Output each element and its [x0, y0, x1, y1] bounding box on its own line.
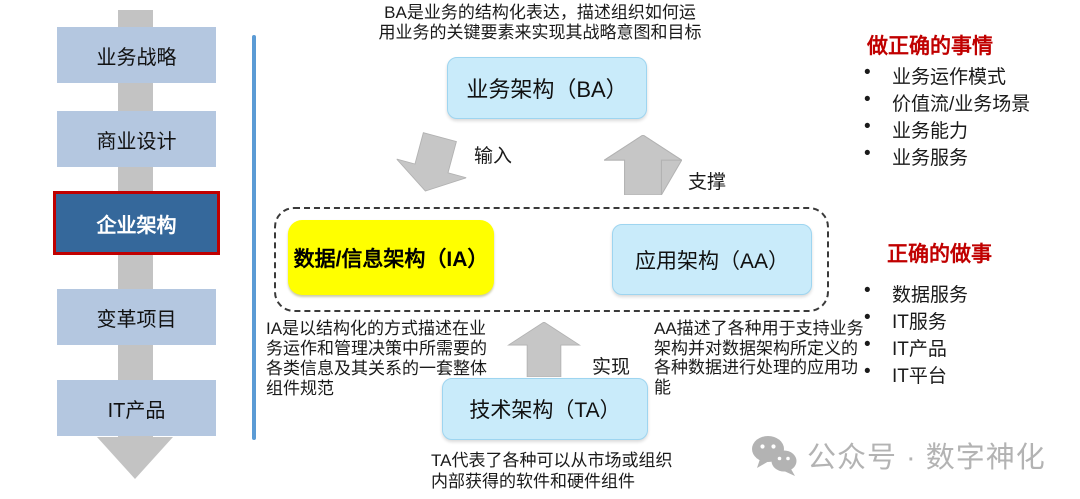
ba-note-line2: 用业务的关键要素来实现其战略意图和目标: [378, 23, 702, 42]
sidebar-item-enterprise-architecture: 企业架构: [53, 191, 220, 255]
ia-note: IA是以结构化的方式描述在业务运作和管理决策中所需要的各类信息及其关系的一套整体…: [266, 319, 487, 398]
sidebar-item-it-products: IT产品: [57, 380, 216, 436]
ta-note: TA代表了各种可以从市场或组织 内部获得的软件和硬件组件: [431, 450, 716, 492]
watermark: 公众号 · 数字神化: [750, 434, 1046, 476]
right-panel-list-business: 业务运作模式 价值流/业务场景 业务能力 业务服务: [862, 62, 1030, 170]
right-panel-list-it: 数据服务 IT服务 IT产品 IT平台: [862, 280, 968, 388]
input-arrow-label: 输入: [474, 146, 513, 167]
list-item: IT产品: [862, 334, 968, 360]
realize-arrow-label: 实现: [592, 357, 631, 378]
down-arrow-icon: [389, 125, 476, 208]
wechat-icon: [750, 434, 798, 476]
list-item: 业务运作模式: [862, 62, 1030, 88]
sidebar-item-change-projects: 变革项目: [57, 289, 216, 345]
technology-architecture-box: 技术架构（TA）: [442, 378, 648, 440]
ba-note-line1: BA是业务的结构化表达，描述组织如何运: [384, 3, 696, 22]
application-architecture-box: 应用架构（AA）: [612, 224, 812, 295]
sidebar-item-business-design: 商业设计: [57, 111, 216, 167]
list-item: 业务服务: [862, 143, 1030, 169]
list-item: 数据服务: [862, 280, 968, 306]
watermark-text: 公众号 · 数字神化: [807, 442, 1046, 474]
support-arrow-label: 支撑: [688, 172, 727, 193]
sidebar-flow-arrowhead-icon: [97, 437, 173, 479]
list-item: IT平台: [862, 361, 968, 387]
business-architecture-box: 业务架构（BA）: [447, 57, 647, 119]
sidebar-item-business-strategy: 业务战略: [57, 27, 216, 83]
right-panel-title-do-things-right: 正确的做事: [887, 243, 992, 266]
up-arrow-icon: [602, 134, 684, 200]
list-item: 业务能力: [862, 116, 1030, 142]
architecture-group-frame: [274, 207, 829, 312]
vertical-divider: [252, 35, 256, 440]
ta-note-line2: 内部获得的软件和硬件组件: [431, 472, 635, 491]
aa-note: AA描述了各种用于支持业务架构并对数据架构所定义的各种数据进行处理的应用功能: [654, 319, 864, 397]
ba-note: BA是业务的结构化表达，描述组织如何运 用业务的关键要素来实现其战略意图和目标: [340, 3, 740, 43]
right-panel-title-do-right-things: 做正确的事情: [867, 35, 993, 58]
data-information-architecture-box: 数据/信息架构（IA）: [288, 220, 494, 295]
list-item: 价值流/业务场景: [862, 89, 1030, 115]
up-arrow-icon: [506, 321, 582, 382]
ta-note-line1: TA代表了各种可以从市场或组织: [431, 451, 673, 470]
list-item: IT服务: [862, 307, 968, 333]
